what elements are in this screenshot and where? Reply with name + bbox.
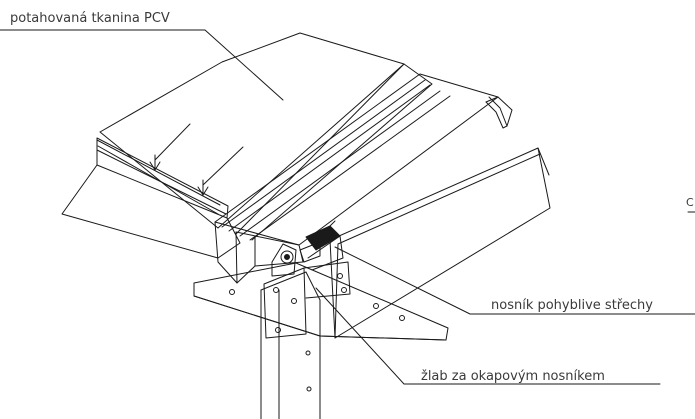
bolt-icon	[337, 273, 343, 279]
label-fabric: potahovaná tkanina PCV	[10, 11, 170, 26]
leader-beam	[334, 246, 695, 315]
roller-carriage	[299, 220, 341, 263]
bolt-icon	[229, 289, 235, 295]
gutter-beam	[193, 262, 449, 341]
bolt-icon	[373, 303, 379, 309]
leader-gutter	[315, 287, 661, 385]
label-edge-fragment: C	[686, 196, 694, 209]
bolt-icon	[305, 350, 311, 356]
pivot-icon	[280, 250, 294, 264]
bolt-icon	[273, 287, 279, 293]
pivot-hinge	[271, 243, 297, 277]
bolt-icon	[306, 386, 312, 392]
bolt-icon	[399, 315, 405, 321]
bolt-icon	[291, 298, 297, 304]
support-column	[260, 271, 321, 419]
bolt-icon	[275, 327, 281, 333]
label-beam: nosník pohyblive střechy	[491, 298, 653, 313]
label-gutter: žlab za okapovým nosníkem	[421, 369, 605, 384]
fabric-roof-panel	[96, 32, 433, 241]
leader-fabric	[0, 29, 284, 101]
roof-beam-profile	[214, 73, 513, 284]
bolt-icon	[341, 287, 347, 293]
corner-bracket	[263, 235, 351, 339]
left-roof-slab	[61, 137, 241, 259]
